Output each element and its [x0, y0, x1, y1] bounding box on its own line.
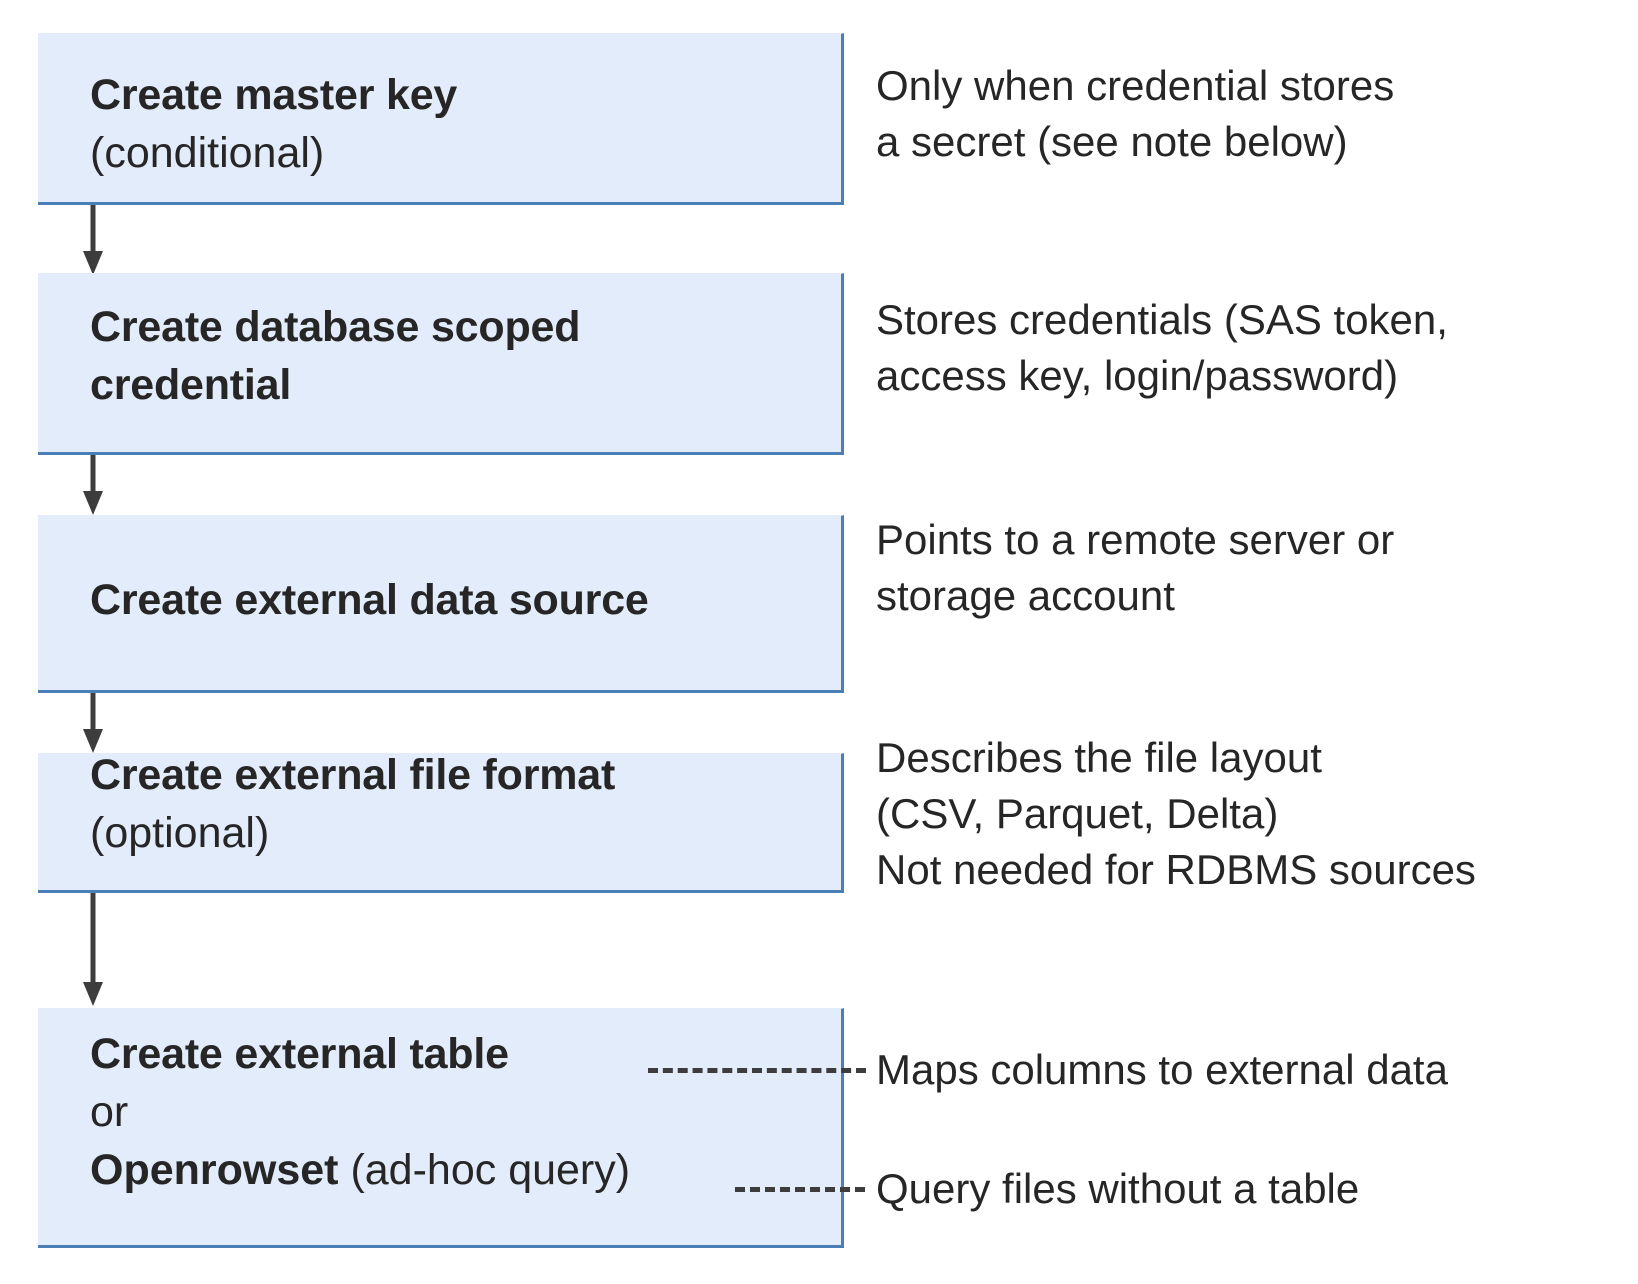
dashed-leader-openrowset: [735, 1187, 865, 1192]
step-title-create-database-scoped-credential-line1: Create database scoped: [90, 303, 581, 351]
dashed-leader-external-table: [648, 1068, 866, 1073]
connector-arrow-2: [83, 455, 103, 515]
step-title-openrowset: Openrowset: [90, 1146, 339, 1194]
note-line: Describes the file layout: [876, 734, 1322, 781]
step-box-create-external-table-or-openrowset[interactable]: Create external table or Openrowset (ad-…: [38, 1008, 844, 1248]
note-line: Only when credential stores: [876, 62, 1395, 109]
step-qualifier-optional: (optional): [90, 809, 270, 857]
step-box-create-database-scoped-credential[interactable]: Create database scoped credential: [38, 273, 844, 455]
note-line: Not needed for RDBMS sources: [876, 846, 1476, 893]
note-openrowset: Query files without a table: [876, 1161, 1359, 1217]
note-create-external-data-source: Points to a remote server or storage acc…: [876, 512, 1394, 624]
step-box-create-external-data-source[interactable]: Create external data source: [38, 515, 844, 693]
note-line: Stores credentials (SAS token,: [876, 296, 1448, 343]
step-title-create-external-table: Create external table: [90, 1030, 509, 1078]
step-title-openrowset-row: Openrowset (ad-hoc query): [90, 1141, 831, 1199]
step-separator-or: or: [90, 1088, 129, 1136]
connector-arrow-1: [83, 205, 103, 275]
note-create-external-table: Maps columns to external data: [876, 1042, 1448, 1098]
step-title-create-database-scoped-credential-line2: credential: [90, 361, 292, 409]
note-create-external-file-format: Describes the file layout (CSV, Parquet,…: [876, 730, 1476, 898]
connector-arrow-3: [83, 693, 103, 753]
note-line: a secret (see note below): [876, 118, 1348, 165]
connector-arrow-4: [83, 893, 103, 1006]
step-title-create-master-key: Create master key: [90, 71, 458, 119]
note-line: Query files without a table: [876, 1165, 1360, 1212]
note-line: Points to a remote server or: [876, 516, 1395, 563]
step-box-create-master-key[interactable]: Create master key (conditional): [38, 33, 844, 205]
note-line: Maps columns to external data: [876, 1046, 1448, 1093]
step-qualifier-ad-hoc-query: (ad-hoc query): [338, 1146, 631, 1194]
note-line: (CSV, Parquet, Delta): [876, 790, 1279, 837]
note-create-database-scoped-credential: Stores credentials (SAS token, access ke…: [876, 292, 1448, 404]
note-create-master-key: Only when credential stores a secret (se…: [876, 58, 1394, 170]
note-line: storage account: [876, 572, 1175, 619]
step-qualifier-conditional: (conditional): [90, 129, 325, 177]
step-title-create-external-data-source: Create external data source: [90, 576, 649, 624]
step-title-create-external-file-format: Create external file format: [90, 751, 616, 799]
note-line: access key, login/password): [876, 352, 1399, 399]
step-box-create-external-file-format[interactable]: Create external file format (optional): [38, 751, 844, 893]
